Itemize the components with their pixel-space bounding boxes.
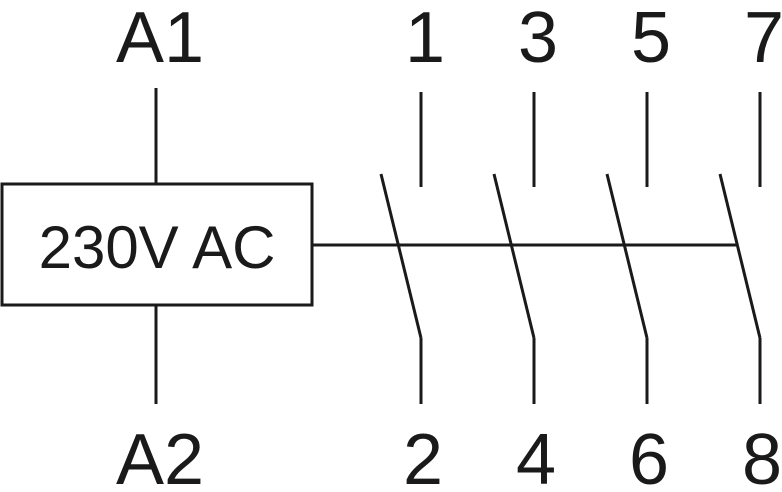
contacts-group: 1 2 3 4 5 6 7 8 [379, 0, 782, 492]
contact-8-terminal-label: 8 [742, 420, 782, 492]
contact-5-6-blade [605, 173, 649, 339]
contact-1-terminal-label: 1 [405, 0, 445, 78]
coil-rating-label: 230V AC [39, 214, 276, 281]
coil-terminal-a2-label: A2 [116, 420, 204, 492]
contact-3-4-blade [492, 173, 536, 339]
contact-5-terminal-label: 5 [631, 0, 671, 78]
coil-terminal-a1-label: A1 [116, 0, 204, 78]
contact-7-terminal-label: 7 [744, 0, 782, 78]
contact-1-2-blade [379, 173, 423, 339]
contact-7-8-blade [718, 173, 762, 339]
contact-2-terminal-label: 2 [403, 420, 443, 492]
contact-6-terminal-label: 6 [629, 420, 669, 492]
contact-4-terminal-label: 4 [516, 420, 556, 492]
contact-3-terminal-label: 3 [518, 0, 558, 78]
